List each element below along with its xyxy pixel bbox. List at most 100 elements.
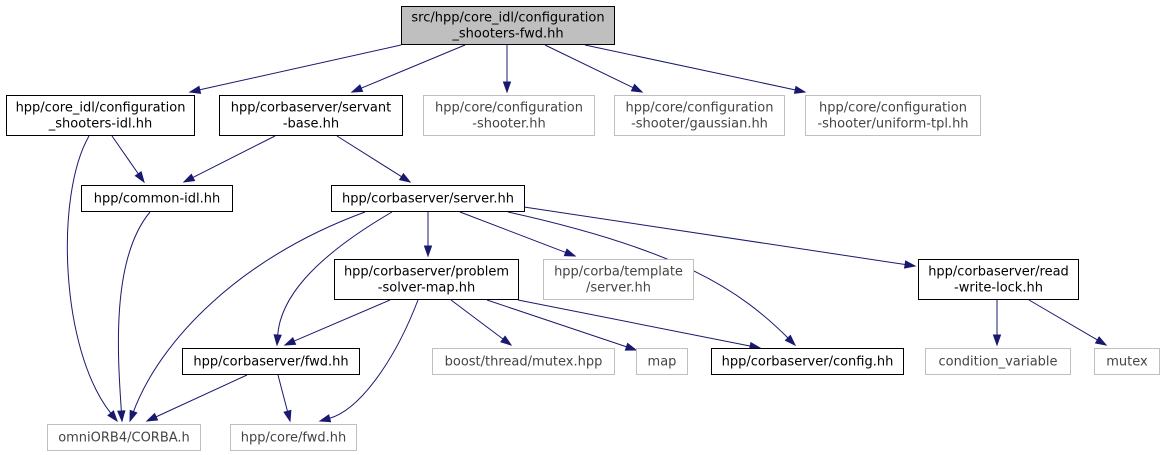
node-label-line: hpp/corbaserver/read bbox=[928, 265, 1069, 280]
edge-server-to-problem_solver_map bbox=[423, 212, 433, 258]
node-label-line: hpp/corba/template bbox=[554, 265, 683, 280]
node-read-write-lock[interactable]: hpp/corbaserver/read-write-lock.hh bbox=[918, 259, 1079, 300]
node-label-line: hpp/common-idl.hh bbox=[94, 192, 221, 207]
arrowhead bbox=[107, 410, 118, 423]
edge-corbaserver_fwd-to-omniorb bbox=[145, 374, 248, 422]
edge-common_idl-to-omniorb bbox=[117, 211, 151, 423]
edge-line bbox=[198, 44, 402, 91]
edge-problem_solver_map-to-boost_mutex bbox=[450, 299, 513, 346]
node-label-line: /server.hh bbox=[586, 281, 651, 296]
arrowhead bbox=[903, 260, 917, 269]
arrowhead bbox=[318, 414, 332, 423]
node-box bbox=[47, 424, 201, 451]
node-box bbox=[432, 348, 615, 375]
node-box bbox=[543, 259, 694, 300]
node-label-line: -shooter.hh bbox=[472, 117, 545, 132]
edge-line bbox=[191, 135, 276, 179]
edge-line bbox=[132, 211, 366, 413]
edge-problem_solver_map-to-corbaserver_fwd bbox=[283, 299, 391, 346]
arrowhead bbox=[624, 342, 638, 351]
node-label-line: hpp/corbaserver/servant bbox=[231, 101, 391, 116]
edge-line bbox=[584, 44, 797, 91]
arrowhead bbox=[502, 81, 512, 94]
edge-line bbox=[66, 135, 112, 415]
arrowhead bbox=[992, 334, 1002, 347]
node-box bbox=[918, 259, 1079, 300]
node-label-line: hpp/core/configuration bbox=[435, 101, 583, 116]
node-server[interactable]: hpp/corbaserver/server.hh bbox=[331, 185, 525, 212]
node-servant-base[interactable]: hpp/corbaserver/servant-base.hh bbox=[219, 95, 403, 136]
edge-line bbox=[277, 211, 393, 337]
node-box bbox=[711, 348, 904, 375]
node-label-line: -shooter/gaussian.hh bbox=[631, 117, 768, 132]
node-box bbox=[182, 348, 360, 375]
node-label-line: boost/thread/mutex.hpp bbox=[445, 355, 603, 370]
edge-problem_solver_map-to-corbaserver_config bbox=[517, 299, 762, 351]
node-box bbox=[6, 95, 195, 136]
edge-servant_base-to-common_idl bbox=[182, 135, 276, 183]
node-label-line: hpp/corbaserver/server.hh bbox=[342, 192, 514, 207]
node-box bbox=[230, 424, 357, 451]
edge-read_write_lock-to-condition_variable bbox=[992, 300, 1002, 347]
arrowhead bbox=[273, 334, 282, 347]
edge-shooters_idl-to-common_idl bbox=[111, 135, 145, 184]
edge-line bbox=[459, 211, 567, 254]
node-corbaserver-config[interactable]: hpp/corbaserver/config.hh bbox=[711, 348, 904, 375]
arrowhead bbox=[182, 173, 196, 183]
arrowhead bbox=[423, 245, 433, 258]
node-box bbox=[334, 259, 519, 300]
node-label-line: hpp/core/fwd.hh bbox=[241, 431, 347, 446]
edge-server-to-read_write_lock bbox=[523, 206, 917, 269]
edge-line bbox=[336, 135, 403, 178]
arrowhead bbox=[630, 83, 644, 93]
node-label-line: hpp/core/configuration bbox=[819, 101, 967, 116]
node-label-line: _shooters-fwd.hh bbox=[451, 27, 563, 42]
edge-server-to-corbaserver_fwd bbox=[273, 211, 393, 347]
edge-root-to-config_shooter_uniform bbox=[584, 44, 807, 94]
edge-line bbox=[111, 135, 140, 175]
arrowhead bbox=[784, 334, 797, 347]
node-label-line: -shooter/uniform-tpl.hh bbox=[817, 117, 968, 132]
edge-line bbox=[517, 299, 752, 347]
edge-line bbox=[293, 299, 391, 342]
arrowhead bbox=[1094, 336, 1108, 346]
node-label-line: src/hpp/core_idl/configuration bbox=[411, 11, 604, 26]
arrowhead bbox=[117, 410, 126, 423]
node-box bbox=[81, 185, 233, 212]
node-corbaserver-fwd[interactable]: hpp/corbaserver/fwd.hh bbox=[182, 348, 360, 375]
edges-layer bbox=[66, 44, 1108, 423]
node-label-line: hpp/corbaserver/problem bbox=[344, 265, 509, 280]
node-config-shooter-gaussian: hpp/core/configuration-shooter/gaussian.… bbox=[614, 95, 785, 136]
node-root[interactable]: src/hpp/core_idl/configuration_shooters-… bbox=[401, 6, 615, 45]
edge-line bbox=[523, 206, 907, 266]
edge-server-to-omniorb bbox=[129, 211, 366, 423]
edge-line bbox=[450, 299, 505, 340]
node-label-line: _shooters-idl.hh bbox=[48, 117, 152, 132]
edge-root-to-shooters_idl bbox=[188, 44, 402, 94]
edge-line bbox=[486, 299, 628, 348]
node-box bbox=[1094, 348, 1160, 375]
edge-servant_base-to-server bbox=[336, 135, 412, 183]
node-label-line: map bbox=[648, 355, 677, 370]
node-config-shooter-uniform: hpp/core/configuration-shooter/uniform-t… bbox=[805, 95, 981, 136]
node-label-line: hpp/corbaserver/fwd.hh bbox=[193, 355, 348, 370]
arrowhead bbox=[129, 409, 138, 423]
node-common-idl[interactable]: hpp/common-idl.hh bbox=[81, 185, 233, 212]
edge-line bbox=[117, 211, 151, 413]
edge-line bbox=[154, 374, 248, 418]
node-shooters-idl[interactable]: hpp/core_idl/configuration_shooters-idl.… bbox=[6, 95, 195, 136]
node-label-line: -base.hh bbox=[283, 117, 339, 132]
node-label-line: hpp/corbaserver/config.hh bbox=[722, 355, 894, 370]
arrowhead bbox=[145, 412, 159, 422]
node-box bbox=[805, 95, 981, 136]
node-omniorb: omniORB4/CORBA.h bbox=[47, 424, 201, 451]
node-corba-template-server: hpp/corba/template/server.hh bbox=[543, 259, 694, 300]
edge-line bbox=[328, 299, 419, 420]
edge-server-to-corba_template_server bbox=[459, 211, 577, 257]
edge-problem_solver_map-to-core_fwd bbox=[318, 299, 419, 423]
edge-corbaserver_fwd-to-core_fwd bbox=[277, 374, 292, 423]
edge-server-to-corbaserver_config bbox=[507, 211, 797, 347]
node-config-shooter: hpp/core/configuration-shooter.hh bbox=[423, 95, 595, 136]
node-problem-solver-map[interactable]: hpp/corbaserver/problem-solver-map.hh bbox=[334, 259, 519, 300]
edge-line bbox=[277, 374, 289, 413]
